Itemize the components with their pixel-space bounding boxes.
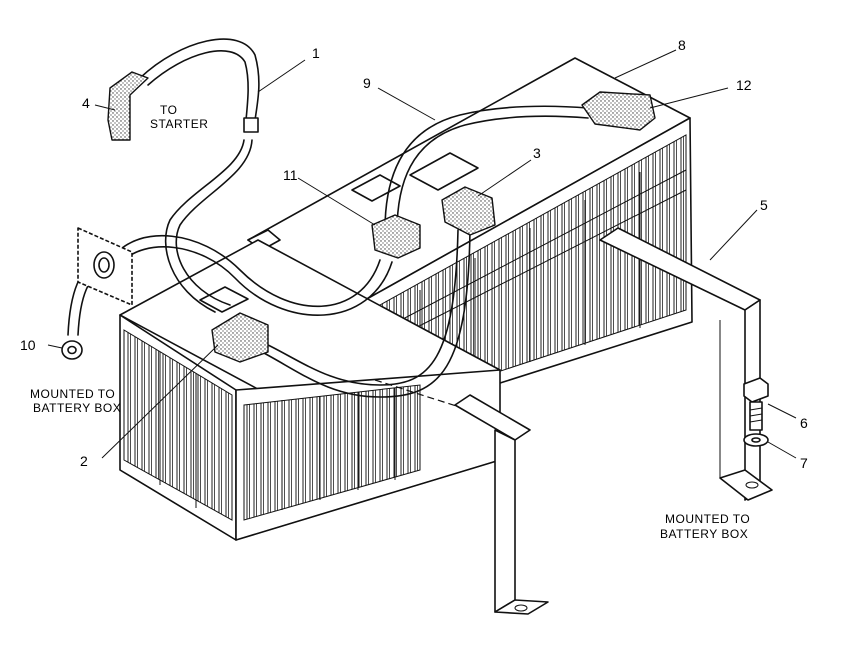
mounted-left-line2: BATTERY BOX [33,401,121,415]
front-battery [119,239,501,541]
terminal-boot-11 [371,214,421,259]
mounted-left-line1: MOUNTED TO [30,387,115,401]
terminal-boot-4 [107,71,149,141]
callout-9: 9 [363,75,371,91]
hold-down-strap-front [374,379,549,615]
callout-8: 8 [678,37,686,53]
hold-down-strap-right [599,227,773,501]
callout-1: 1 [312,45,320,61]
to-starter-line2: STARTER [150,117,208,131]
callout-10: 10 [20,337,36,353]
terminal-boot-3 [441,186,496,236]
callout-6: 6 [800,415,808,431]
callout-11: 11 [283,167,298,183]
cables [61,38,589,398]
to-starter-line1: TO [160,103,177,117]
rear-battery [247,57,693,426]
mounted-right-line2: BATTERY BOX [660,527,748,541]
callout-4: 4 [82,95,90,111]
callout-7: 7 [800,455,808,471]
callout-2: 2 [80,453,88,469]
callout-3: 3 [533,145,541,161]
leader-lines [47,49,797,459]
callout-5: 5 [760,197,768,213]
terminal-boot-2 [211,312,269,363]
callout-12: 12 [736,77,752,93]
bolt [743,377,769,431]
washer [743,433,769,447]
terminal-boot-12 [581,91,656,131]
frame-bracket [77,227,133,306]
mounted-right-line1: MOUNTED TO [665,512,750,526]
